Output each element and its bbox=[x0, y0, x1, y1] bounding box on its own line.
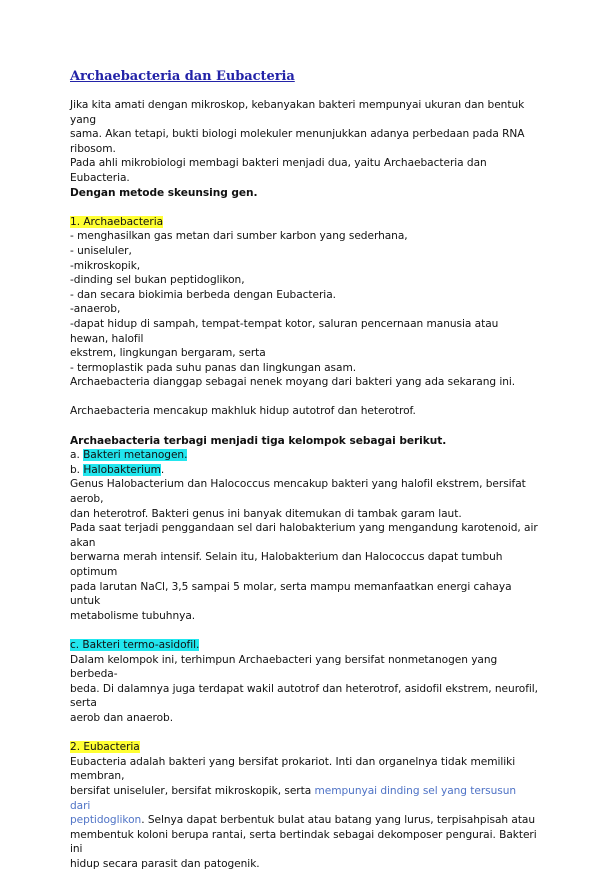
group-b-label: Halobakterium bbox=[83, 463, 161, 476]
text-line: metabolisme tubuhnya. bbox=[70, 609, 196, 622]
text-line: Archaebacteria mencakup makhluk hidup au… bbox=[70, 405, 416, 418]
list-line: -dapat hidup di sampah, tempat-tempat ko… bbox=[70, 317, 499, 345]
text-line: Pada saat terjadi penggandaan sel dari h… bbox=[70, 522, 538, 549]
group-a: a. Bakteri metanogen. bbox=[70, 449, 188, 462]
text-line: peptidoglikon. Selnya dapat berbentuk bu… bbox=[70, 814, 536, 827]
list-line: -dinding sel bukan peptidoglikon, bbox=[70, 274, 245, 287]
group-c-label: c. Bakteri termo-asidofil. bbox=[70, 638, 200, 651]
text-line: beda. Di dalamnya juga terdapat wakil au… bbox=[70, 682, 538, 710]
text-line: bersifat uniseluler, bersifat mikroskopi… bbox=[70, 784, 517, 812]
document-title: Archaebacteria dan Eubacteria bbox=[70, 69, 295, 84]
text-line: Pada ahli mikrobiologi membagi bakteri m… bbox=[70, 157, 487, 184]
text-line: sama. Akan tetapi, bukti biologi molekul… bbox=[70, 128, 525, 155]
section-heading-eubacteria: 2. Eubacteria bbox=[70, 741, 140, 754]
document-body: Archaebacteria dan Eubacteria Jika kita … bbox=[70, 68, 538, 871]
text-line-bold: Dengan metode skeunsing gen. bbox=[70, 186, 258, 199]
peptidoglikon-link-part2[interactable]: peptidoglikon bbox=[70, 814, 142, 827]
text-line: pada larutan NaCl, 3,5 sampai 5 molar, s… bbox=[70, 580, 512, 608]
list-line: -anaerob, bbox=[70, 303, 121, 316]
text-line: dan heterotrof. Bakteri genus ini banyak… bbox=[70, 507, 462, 520]
list-line: - termoplastik pada suhu panas dan lingk… bbox=[70, 361, 357, 374]
text-line: Archaebacteria dianggap sebagai nenek mo… bbox=[70, 376, 516, 389]
group-b: b. Halobakterium. bbox=[70, 463, 165, 476]
text-line: Eubacteria adalah bakteri yang bersifat … bbox=[70, 755, 516, 783]
text-line: hidup secara parasit dan patogenik. bbox=[70, 857, 260, 870]
intro-paragraph: Jika kita amati dengan mikroskop, kebany… bbox=[70, 98, 538, 200]
section-heading-archaebacteria: 1. Archaebacteria bbox=[70, 215, 164, 228]
list-line: - menghasilkan gas metan dari sumber kar… bbox=[70, 230, 408, 243]
text-line: Jika kita amati dengan mikroskop, kebany… bbox=[70, 99, 525, 126]
text-line: Dalam kelompok ini, terhimpun Archaebact… bbox=[70, 653, 498, 681]
text-line: membentuk koloni berupa rantai, serta be… bbox=[70, 828, 537, 856]
list-line: ekstrem, lingkungan bergaram, serta bbox=[70, 347, 266, 360]
group-a-label: Bakteri metanogen. bbox=[83, 449, 188, 462]
list-line: - uniseluler, bbox=[70, 244, 132, 257]
list-line: -mikroskopik, bbox=[70, 259, 141, 272]
text-line: aerob dan anaerob. bbox=[70, 711, 174, 724]
section-eubacteria: 2. Eubacteria Eubacteria adalah bakteri … bbox=[70, 740, 538, 871]
list-line: - dan secara biokimia berbeda dengan Eub… bbox=[70, 288, 336, 301]
groups-heading: Archaebacteria terbagi menjadi tiga kelo… bbox=[70, 434, 447, 447]
document-page: Archaebacteria dan Eubacteria Jika kita … bbox=[70, 69, 538, 870]
text-line: berwarna merah intensif. Selain itu, Hal… bbox=[70, 551, 503, 578]
section-archaebacteria: 1. Archaebacteria - menghasilkan gas met… bbox=[70, 215, 538, 726]
text-line: Genus Halobacterium dan Halococcus menca… bbox=[70, 478, 526, 506]
